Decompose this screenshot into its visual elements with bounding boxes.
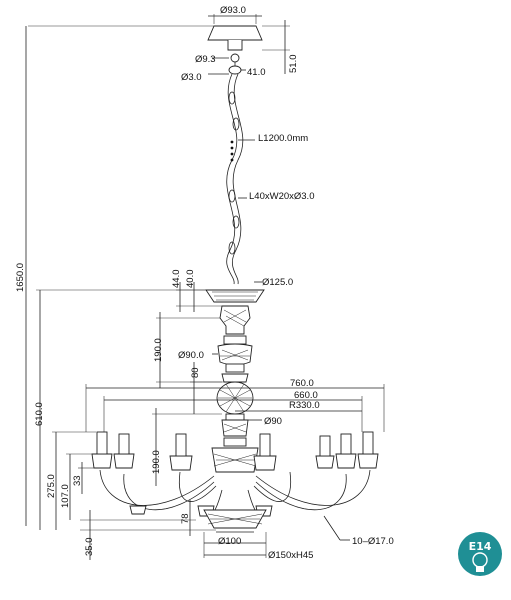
bulb-icon xyxy=(472,552,488,572)
candle-cups xyxy=(91,431,379,517)
dim-wire-diameter: Ø3.0 xyxy=(181,72,202,83)
dim-bottom-gap: 78 xyxy=(180,513,191,524)
dim-width-inner: 660.0 xyxy=(294,390,318,401)
dim-mid-gap: 80 xyxy=(190,367,201,378)
badge-circle xyxy=(458,532,502,576)
dim-overall-height: 1650.0 xyxy=(15,263,26,292)
dim-candle-height: 107.0 xyxy=(60,484,71,508)
top-cup xyxy=(205,289,265,303)
dim-lower-stem-height: 190.0 xyxy=(151,450,162,474)
dim-upper-stem-height: 190.0 xyxy=(153,338,164,362)
dim-arm-height: 275.0 xyxy=(46,474,57,498)
dim-chain-length: L1200.0mm xyxy=(258,133,308,144)
dim-radius: R330.0 xyxy=(289,400,320,411)
dim-bottom-bowl: Ø150xH45 xyxy=(268,550,313,561)
arms xyxy=(99,469,371,517)
dim-top-gap-b: 40.0 xyxy=(185,270,196,289)
dim-canopy-diameter: Ø93.0 xyxy=(220,5,246,16)
dim-hook-height: 41.0 xyxy=(247,67,266,78)
dim-candle-top: 33 xyxy=(72,475,83,486)
dim-inner-ring-diameter: Ø90 xyxy=(264,416,282,427)
dim-ring-diameter: Ø9.3 xyxy=(195,54,216,65)
dim-fixture-height: 610.0 xyxy=(34,402,45,426)
bottom-bowl xyxy=(203,509,267,533)
dim-bottom-drop: 35.0 xyxy=(84,538,95,557)
dim-chain-link: L40xW20xØ3.0 xyxy=(249,191,314,202)
e14-badge: E14 xyxy=(458,532,502,576)
dim-knob-diameter: Ø90.0 xyxy=(178,350,204,361)
dim-top-cup-diameter: Ø125.0 xyxy=(262,277,293,288)
dim-candle-cups: 10–Ø17.0 xyxy=(352,536,394,547)
badge-label: E14 xyxy=(469,540,492,553)
dim-base-diameter: Ø100 xyxy=(218,536,241,547)
dim-width-outer: 760.0 xyxy=(290,378,314,389)
chain xyxy=(226,73,244,285)
dim-top-gap-a: 44.0 xyxy=(171,270,182,289)
dim-canopy-height: 51.0 xyxy=(288,55,299,74)
lower-stem xyxy=(211,413,259,473)
canopy xyxy=(207,25,263,75)
mid-ball xyxy=(216,381,254,415)
upper-stem xyxy=(217,305,253,383)
